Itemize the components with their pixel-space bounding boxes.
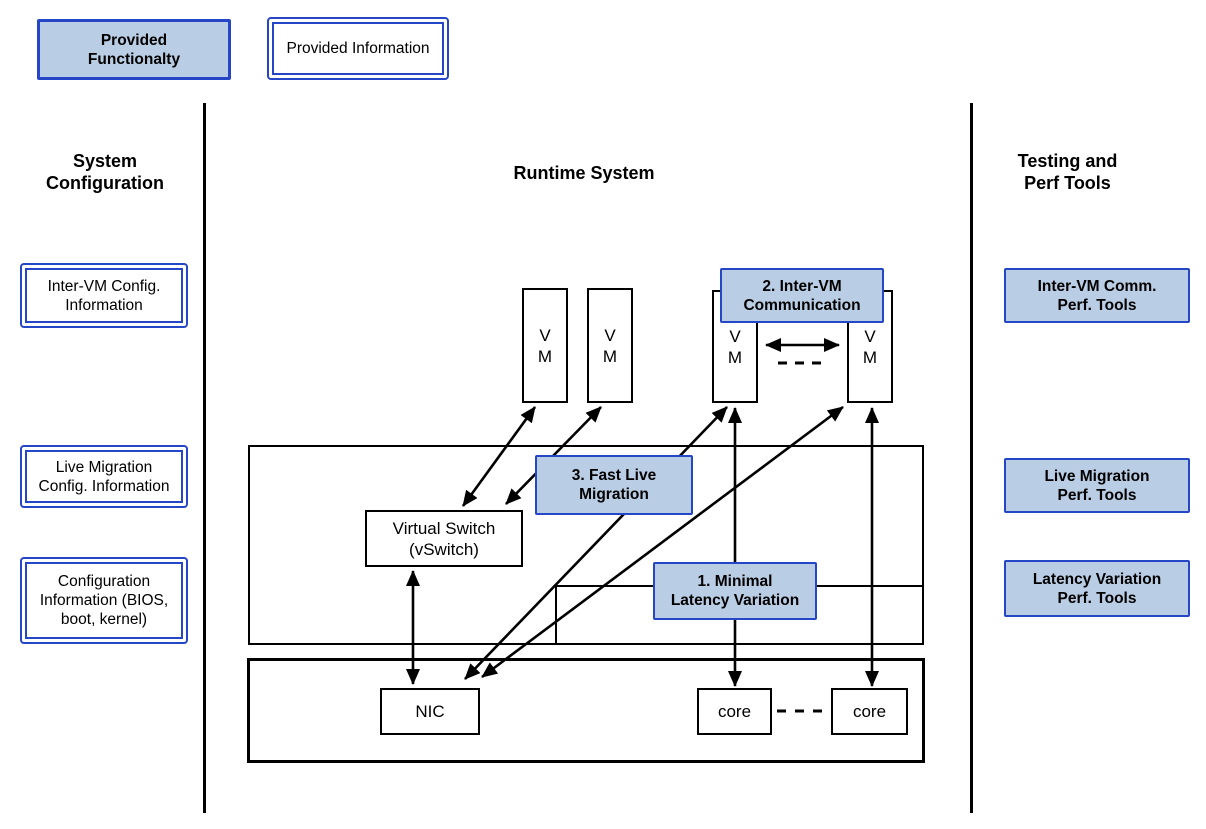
config-box-inter-vm: Inter-VM Config. Information <box>20 263 188 328</box>
nic-box: NIC <box>380 688 480 735</box>
legend-provided-information-label: Provided Information <box>272 22 444 75</box>
config-box-inter-vm-label: Inter-VM Config. Information <box>25 268 183 323</box>
config-box-bios-boot-kernel: Configuration Information (BIOS, boot, k… <box>20 557 188 644</box>
config-box-bios-boot-kernel-label: Configuration Information (BIOS, boot, k… <box>25 562 183 639</box>
legend-provided-functionality: Provided Functionalty <box>37 19 231 80</box>
tool-box-latency-variation: Latency Variation Perf. Tools <box>1004 560 1190 617</box>
core-box-2: core <box>831 688 908 735</box>
vm-box-2: V M <box>587 288 633 403</box>
legend-provided-information: Provided Information <box>267 17 449 80</box>
vm-box-1: V M <box>522 288 568 403</box>
config-box-live-migration: Live Migration Config. Information <box>20 445 188 508</box>
separator-left <box>203 103 206 813</box>
vswitch-box: Virtual Switch (vSwitch) <box>365 510 523 567</box>
core-box-1: core <box>697 688 772 735</box>
hardware-box <box>247 658 925 763</box>
config-box-live-migration-label: Live Migration Config. Information <box>25 450 183 503</box>
separator-right <box>970 103 973 813</box>
overlay-minimal-latency-variation: 1. Minimal Latency Variation <box>653 562 817 620</box>
tool-box-live-migration: Live Migration Perf. Tools <box>1004 458 1190 513</box>
title-testing-perf-tools: Testing and Perf Tools <box>1017 151 1118 193</box>
overlay-fast-live-migration: 3. Fast Live Migration <box>535 455 693 515</box>
tool-box-inter-vm-comm: Inter-VM Comm. Perf. Tools <box>1004 268 1190 323</box>
title-system-configuration: System Configuration <box>46 151 164 193</box>
overlay-inter-vm-communication: 2. Inter-VM Communication <box>720 268 884 323</box>
title-runtime-system: Runtime System <box>513 163 655 183</box>
